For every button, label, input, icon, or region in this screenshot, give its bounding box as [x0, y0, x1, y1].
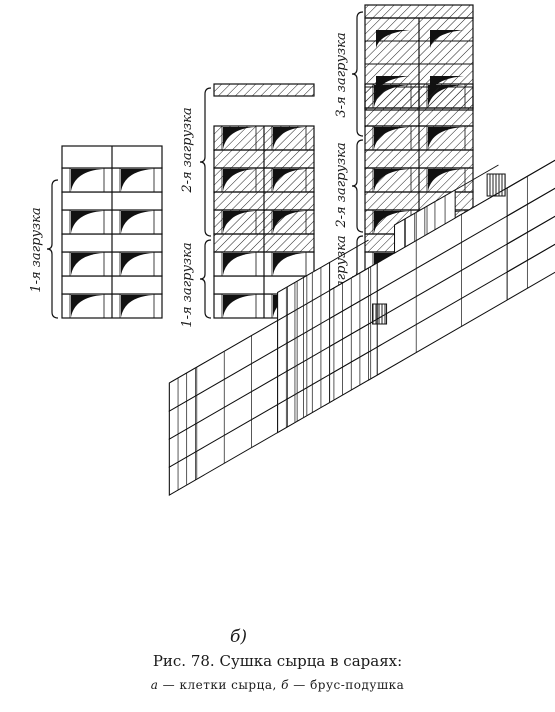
legend-text-a: — клетки сырца, [158, 678, 282, 692]
figure-caption-title: Рис. 78. Сушка сырца в сараях: [152, 652, 403, 670]
stack2-top-band [213, 83, 315, 97]
legend-letter-a: а [150, 678, 159, 692]
stack1-label-load-1: 1-я загрузка [29, 207, 44, 292]
stack1-brace [46, 179, 59, 319]
stack3-brace-load-3 [351, 11, 364, 137]
stack3-label-load-2: 2-я загрузка [334, 142, 349, 228]
end-cap-hatched [486, 173, 506, 197]
part-b-label: б) [230, 627, 247, 647]
top-cap-block [394, 164, 499, 254]
stack2-cell-row [213, 251, 315, 277]
stack3-cell-row [364, 167, 474, 193]
front-pillar-course [277, 239, 369, 322]
stack3-brace-load-2 [351, 139, 364, 233]
vertical-labels: 1-я загрузка 1-я загрузка 2-я загрузка 1… [29, 32, 349, 327]
stack2-cell-row [213, 167, 315, 193]
legend-text-b: — брус-подушка [288, 678, 405, 692]
stack1-cell-row [61, 209, 163, 235]
stack1-band-row [61, 275, 163, 295]
stack3-label-load-3: 3-я загрузка [334, 32, 349, 117]
stack1-cell-row [61, 293, 163, 319]
stack2-band-row [213, 149, 315, 169]
stack2-brace-load-1 [199, 239, 212, 319]
figure-caption-legend: а — клетки сырца, б — брус-подушка [0, 678, 555, 692]
stack1-band-row [61, 191, 163, 211]
stack2-label-load-2: 2-я загрузка [180, 107, 195, 193]
stack2-cell-row [213, 125, 315, 151]
legend-letter-b: б [281, 678, 289, 692]
cavity-hatched [372, 303, 388, 325]
part-b-cushion-beam [168, 159, 555, 496]
stack3-band-row [364, 149, 474, 169]
stack1-cell-row [61, 251, 163, 277]
stack1-band-row [61, 233, 163, 253]
stack2-label-load-1: 1-я загрузка [180, 242, 195, 327]
stack2-cell-row [213, 209, 315, 235]
stack3-band-row [364, 107, 474, 127]
stack3-band-row [364, 191, 474, 211]
stack1-cell-row [61, 167, 163, 193]
stack3-top-band [364, 4, 474, 19]
stack2-band-row [213, 191, 315, 211]
stack2-band-row [213, 233, 315, 253]
stack2-brace-load-2 [199, 87, 212, 237]
stack3-cell-row [364, 125, 474, 151]
